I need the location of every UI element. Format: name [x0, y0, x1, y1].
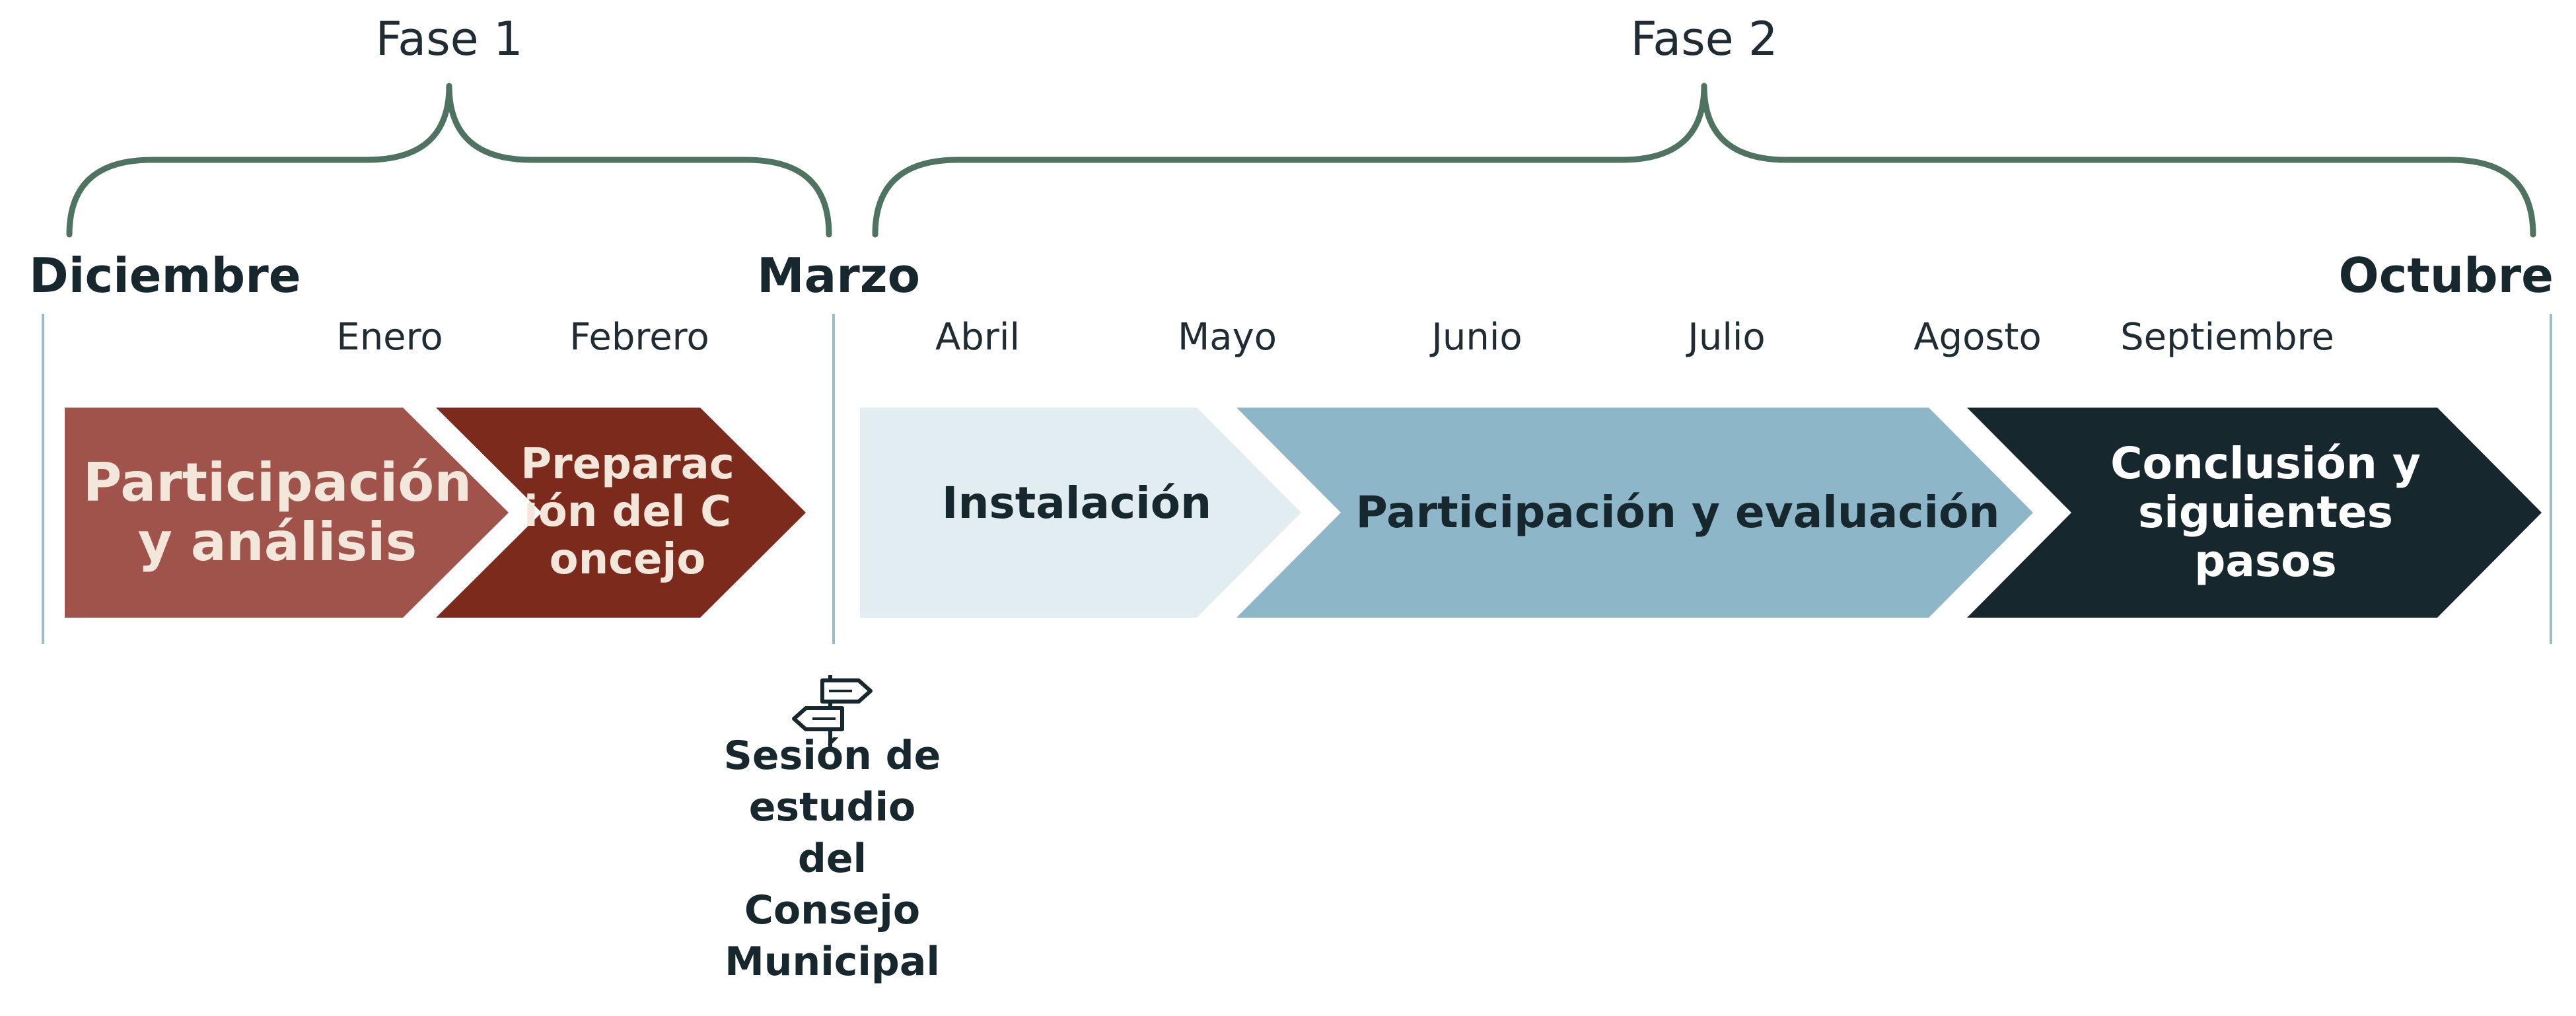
month-marzo: Marzo — [757, 248, 921, 303]
phase-1-label: Fase 1 — [375, 12, 523, 66]
month-septiembre: Septiembre — [2120, 316, 2334, 359]
stage-chevron-instalacion — [860, 408, 1301, 618]
stage-chevron-conclusion — [1967, 408, 2542, 618]
month-agosto: Agosto — [1914, 316, 2042, 359]
stage-label-participacion-evaluacion: Participación y evaluación — [1355, 487, 2000, 538]
month-febrero: Febrero — [569, 316, 709, 359]
phase-2-label: Fase 2 — [1630, 12, 1778, 66]
stage-label-conclusion: Conclusión y siguientes pasos — [2110, 438, 2421, 587]
stage-chevron-participacion-evaluacion — [1236, 408, 2033, 618]
stage-label-preparacion-concejo: Preparación del Concejo — [520, 440, 734, 584]
signpost-icon — [792, 675, 873, 752]
phase-2-brace — [872, 83, 2536, 238]
event-label-sesion-estudio: Sesión de estudio del Consejo Municipal — [723, 733, 941, 985]
stage-label-participacion-analisis: Participación y análisis — [83, 452, 472, 573]
stage-chevron-preparacion-concejo — [436, 408, 806, 618]
month-enero: Enero — [336, 316, 443, 359]
phase-1-brace — [66, 83, 832, 238]
stage-label-instalacion: Instalación — [941, 478, 1212, 529]
month-junio: Junio — [1431, 316, 1522, 359]
month-mayo: Mayo — [1177, 316, 1277, 359]
month-julio: Julio — [1688, 316, 1766, 359]
month-diciembre: Diciembre — [29, 248, 301, 303]
stage-chevron-participacion-analisis — [65, 408, 509, 618]
month-abril: Abril — [935, 316, 1020, 359]
month-octubre: Octubre — [2338, 248, 2554, 303]
